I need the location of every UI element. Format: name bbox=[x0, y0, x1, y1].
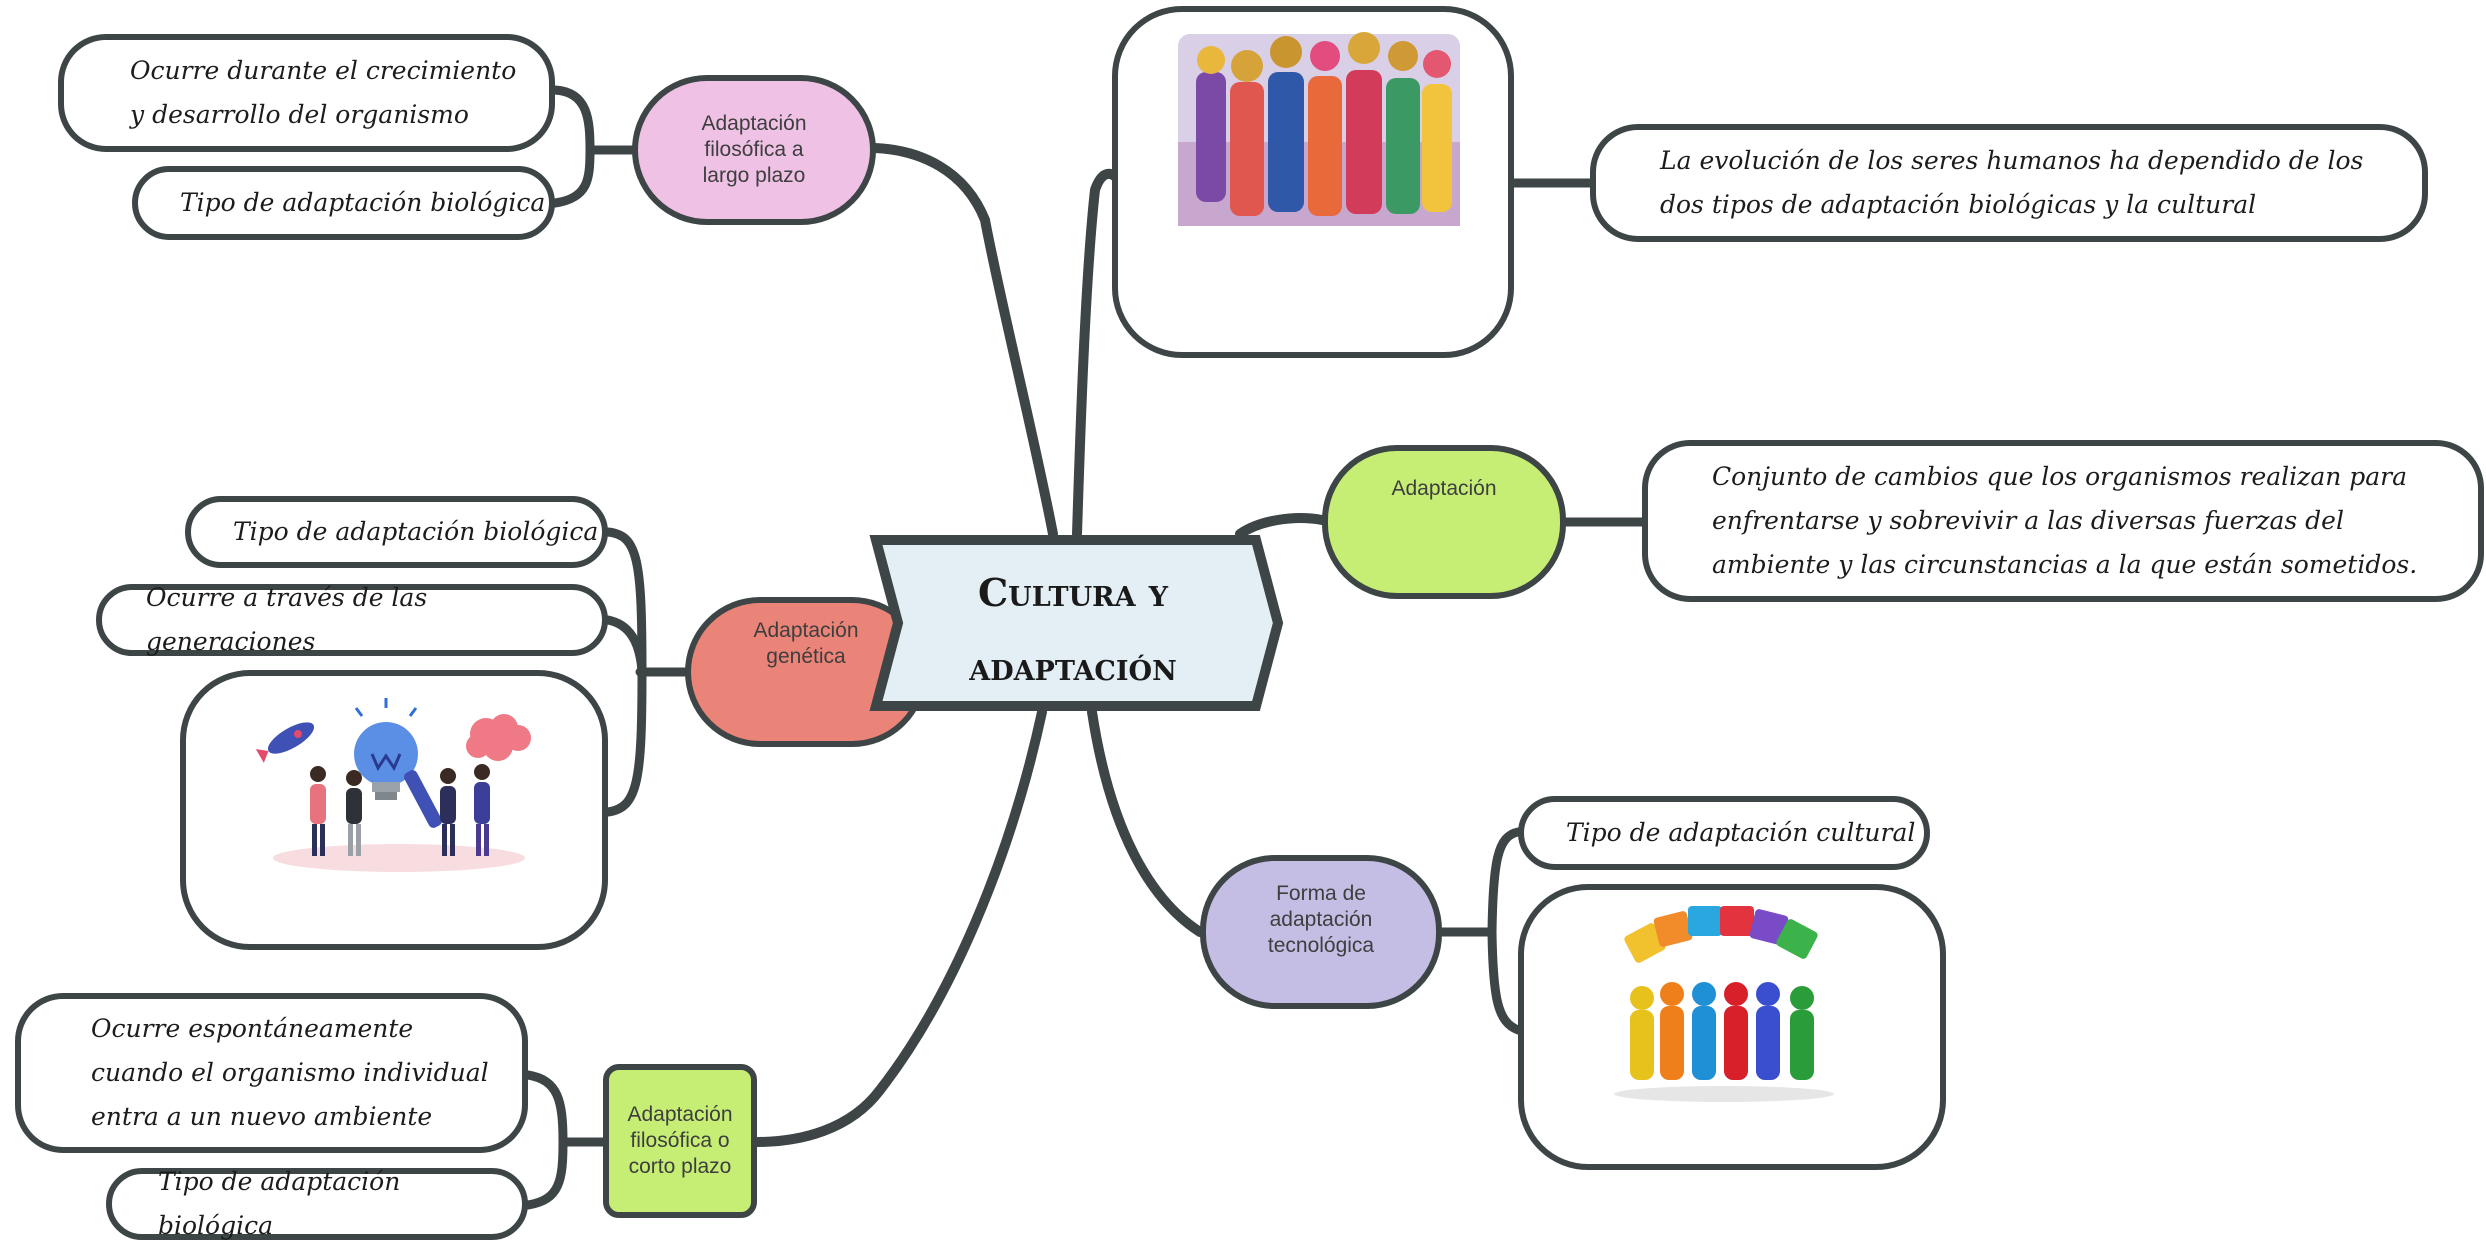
node-label: Adaptación bbox=[1391, 477, 1497, 500]
leaf-text: La evolución de los seres humanos ha dep… bbox=[1660, 146, 2364, 219]
leaf-tipo-biologica-genetica[interactable]: Tipo de adaptación biológica bbox=[185, 496, 608, 568]
image-festival-photo bbox=[1112, 6, 1514, 358]
leaf-tipo-biologica-largo[interactable]: Tipo de adaptación biológica bbox=[132, 166, 555, 240]
node-label: Adaptación genética bbox=[753, 619, 859, 668]
central-topic-title: Cultura y adaptación bbox=[969, 570, 1177, 689]
leaf-text: Tipo de adaptación biológica bbox=[233, 517, 599, 546]
ideas-illustration-icon bbox=[255, 698, 531, 872]
leaf-definicion-adaptacion[interactable]: Conjunto de cambios que los organismos r… bbox=[1642, 440, 2484, 602]
leaf-text: Tipo de adaptación cultural bbox=[1566, 818, 1916, 847]
leaf-text: Tipo de adaptación biológica bbox=[180, 188, 546, 217]
image-teamwork-illustration bbox=[1518, 884, 1946, 1170]
node-adaptacion-largo-plazo[interactable]: Adaptación filosófica a largo plazo bbox=[632, 75, 876, 225]
teamwork-puzzle-icon bbox=[1614, 906, 1834, 1102]
festival-dancers-icon bbox=[1178, 32, 1460, 226]
node-label: Adaptación filosófica o corto plazo bbox=[627, 1103, 733, 1178]
leaf-tipo-cultural[interactable]: Tipo de adaptación cultural bbox=[1518, 796, 1930, 870]
leaf-text: Ocurre a través de las generaciones bbox=[146, 583, 428, 656]
node-adaptacion-corto-plazo[interactable]: Adaptación filosófica o corto plazo bbox=[603, 1064, 757, 1218]
leaf-tipo-biologica-corto[interactable]: Tipo de adaptación biológica bbox=[106, 1167, 528, 1240]
node-forma-adaptacion-tecnologica[interactable]: Forma de adaptación tecnológica bbox=[1200, 855, 1442, 1009]
leaf-espontaneamente[interactable]: Ocurre espontáneamente cuando el organis… bbox=[15, 993, 528, 1153]
leaf-evolucion-seres-humanos[interactable]: La evolución de los seres humanos ha dep… bbox=[1590, 124, 2428, 242]
central-topic-shape bbox=[869, 535, 1284, 711]
node-label: Adaptación filosófica a largo plazo bbox=[701, 112, 807, 187]
leaf-text: Tipo de adaptación biológica bbox=[158, 1167, 401, 1240]
central-topic[interactable]: Cultura y adaptación bbox=[868, 534, 1284, 712]
leaf-crecimiento-desarrollo[interactable]: Ocurre durante el crecimiento y desarrol… bbox=[58, 34, 555, 152]
leaf-text: Conjunto de cambios que los organismos r… bbox=[1712, 462, 2418, 579]
leaf-generaciones[interactable]: Ocurre a través de las generaciones bbox=[96, 583, 608, 656]
leaf-text: Ocurre durante el crecimiento y desarrol… bbox=[130, 56, 517, 129]
node-adaptacion[interactable]: Adaptación bbox=[1322, 445, 1566, 599]
image-ideas-illustration bbox=[180, 670, 608, 950]
leaf-text: Ocurre espontáneamente cuando el organis… bbox=[91, 1014, 489, 1131]
node-label: Forma de adaptación tecnológica bbox=[1267, 882, 1375, 957]
